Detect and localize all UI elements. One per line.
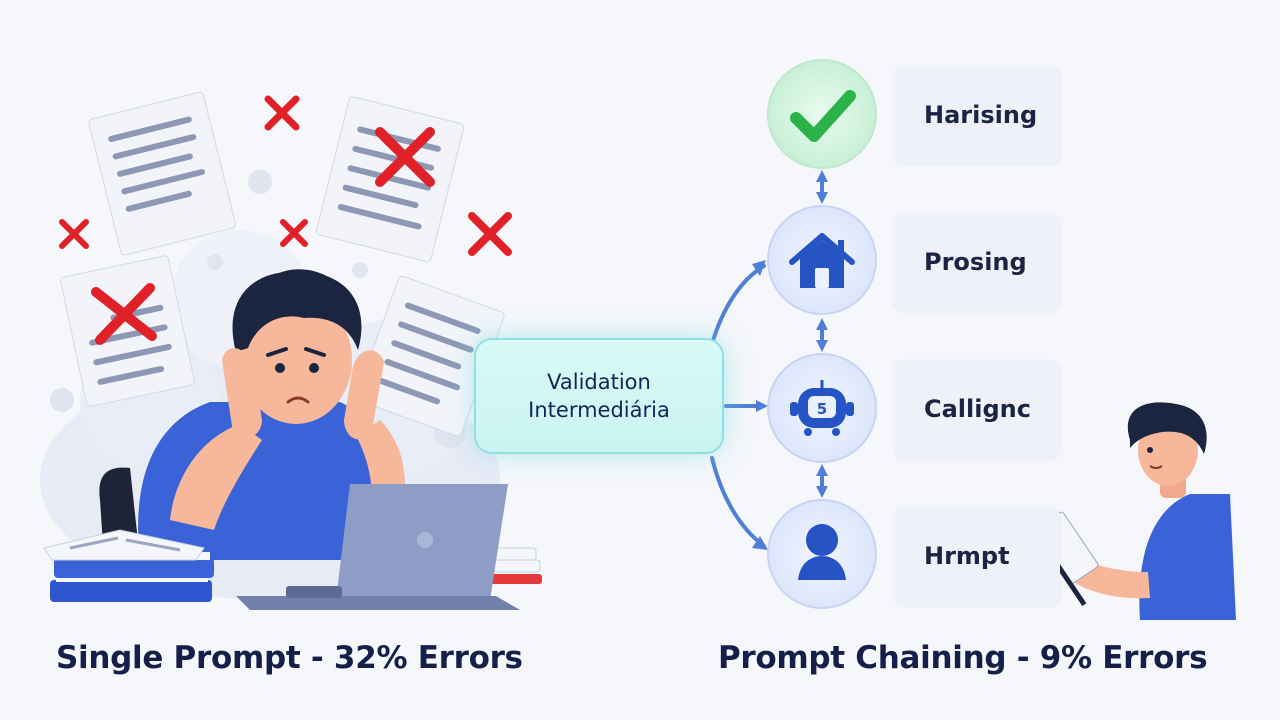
stressed-person-illustration — [99, 269, 405, 560]
error-cross-icon — [468, 212, 512, 256]
house-icon — [789, 233, 855, 288]
person-icon — [798, 524, 846, 580]
book-stack-right — [480, 547, 542, 584]
floating-document-1 — [88, 91, 237, 256]
step-circle-1 — [767, 59, 877, 169]
error-cross-icon — [59, 219, 89, 249]
single-prompt-caption: Single Prompt - 32% Errors — [56, 640, 523, 676]
check-icon — [790, 90, 856, 142]
reading-person-illustration — [1031, 402, 1236, 620]
error-cross-icon — [280, 219, 308, 247]
validation-box-label: Validation Intermediária — [528, 370, 670, 422]
step-label-3: Callignc — [924, 395, 1031, 423]
step-label-2: Prosing — [924, 248, 1027, 276]
prompt-chaining-caption: Prompt Chaining - 9% Errors — [718, 640, 1208, 676]
floating-document-4 — [355, 275, 505, 437]
validation-box: Validation Intermediária — [474, 338, 724, 454]
step-card-3: Callignc — [894, 360, 1060, 458]
step-connector-arrows — [816, 170, 828, 498]
laptop-illustration — [236, 484, 520, 610]
book-stack-left — [43, 529, 214, 602]
svg-text:5: 5 — [817, 400, 827, 418]
step-card-2: Prosing — [894, 213, 1060, 311]
step-card-4: Hrmpt — [894, 507, 1060, 605]
robot-icon: 5 — [790, 380, 854, 436]
floating-document-2 — [315, 96, 465, 262]
error-cross-icon — [91, 283, 157, 345]
error-cross-icon — [264, 95, 300, 131]
step-card-1: Harising — [894, 66, 1060, 164]
step-label-4: Hrmpt — [924, 542, 1010, 570]
error-cross-icon — [375, 127, 435, 187]
step-label-1: Harising — [924, 101, 1038, 129]
